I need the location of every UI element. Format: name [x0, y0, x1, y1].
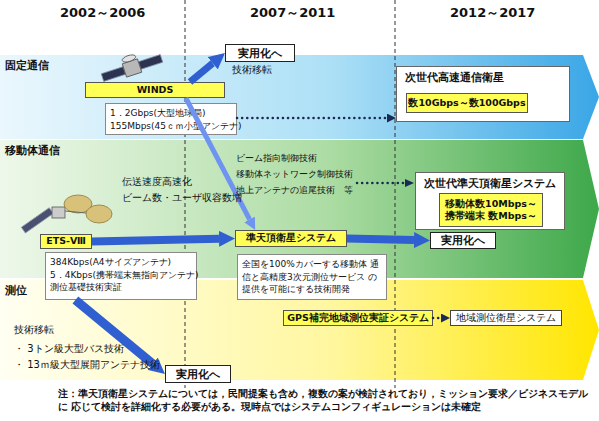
- text-holder: WINDS: [86, 83, 224, 97]
- text-holder: 移動体通信: [5, 143, 60, 158]
- text-holder: 固定通信: [5, 58, 49, 73]
- spec-box: 1．2Gbps(大型地球局)155Mbps(45ｃｍ小型アンテナ): [105, 103, 237, 135]
- period-header: 2002～2006: [60, 4, 140, 22]
- node-text: GPS補完地域測位実証システム: [287, 312, 429, 324]
- text-holder: 移動体数10Mbps～携帯端末 数Mbps～: [440, 194, 542, 226]
- node-text: 5．4Kbps(携帯端末無指向アンテナ): [50, 269, 192, 282]
- node-text: 次世代高速通信衛星: [405, 70, 561, 85]
- footnote: 注：準天頂衛星システムについては，民間提案も含め，複数の案が検討されており，ミッ…: [58, 388, 596, 414]
- band-fill: [0, 55, 599, 139]
- text-holder: 全国を100%カバーする移動体 通信と高精度3次元測位サービス の提供を可能にす…: [238, 255, 386, 299]
- period-header: 2007～2011: [250, 4, 330, 22]
- node-text: 155Mbps(45ｃｍ小型アンテナ): [110, 120, 232, 133]
- improvement-note: 伝送速度高速化: [122, 176, 192, 189]
- improvement-note: ビーム数・ユーザ収容数増: [122, 192, 242, 205]
- text-holder: 384Kbps(A4サイズアンテナ)5．4Kbps(携帯端末無指向アンテナ)測位…: [46, 253, 196, 297]
- future-system-box: 地域測位衛星システム: [450, 310, 562, 326]
- spec-box: 全国を100%カバーする移動体 通信と高精度3次元測位サービス の提供を可能にす…: [237, 254, 387, 300]
- technology-item: ・ 3トン級大型バス技術: [14, 342, 124, 356]
- flow-arrow: [433, 317, 441, 320]
- milestone-box: 実用化へ: [165, 365, 231, 383]
- node-text: 1．2Gbps(大型地球局): [110, 107, 232, 120]
- text-holder: 準天頂衛星システム: [236, 231, 346, 246]
- milestone-box: 実用化へ: [225, 44, 295, 62]
- technology-item: 地上アンテナの追尾技術 等: [236, 184, 353, 196]
- node-text: 測位基礎技術実証: [50, 281, 192, 294]
- text-holder: 実用化へ: [166, 366, 230, 382]
- technology-item: ・ 13ｍ級大型展開アンテナ技術: [14, 358, 160, 372]
- node-text: 実用化へ: [238, 46, 282, 61]
- node-text: 実用化へ: [176, 367, 220, 382]
- system-label: 準天頂衛星システム: [235, 230, 347, 247]
- node-text: 全国を100%カバーする移動体 通信と高精度3次元測位サービス の提供を可能にす…: [242, 258, 382, 296]
- node-text: 固定通信: [5, 58, 49, 73]
- period-header: 2012～2017: [450, 4, 530, 22]
- flow-arrow: [347, 239, 414, 241]
- text-holder: 1．2Gbps(大型地球局)155Mbps(45ｃｍ小型アンテナ): [106, 104, 236, 135]
- node-text: ETS-Ⅷ: [46, 235, 86, 247]
- spec-box: 384Kbps(A4サイズアンテナ)5．4Kbps(携帯端末無指向アンテナ)測位…: [45, 252, 197, 300]
- future-system-box: 次世代準天頂衛星システム移動体数10Mbps～携帯端末 数Mbps～: [415, 172, 565, 230]
- node-text: 携帯端末 数Mbps～: [445, 210, 537, 222]
- flow-arrow: [75, 300, 152, 364]
- technology-item: 移動体ネットワーク制御技術: [236, 168, 353, 180]
- future-system-box: 次世代高速通信衛星数10Gbps～数100Gbps: [396, 66, 570, 122]
- text-holder: ETS-Ⅷ: [41, 235, 91, 248]
- node-text: 実用化へ: [441, 233, 485, 248]
- flow-arrow: [237, 117, 387, 120]
- system-label: ETS-Ⅷ: [40, 234, 92, 249]
- node-text: 384Kbps(A4サイズアンテナ): [50, 256, 192, 269]
- system-label: GPS補完地域測位実証システム: [283, 310, 433, 326]
- node-text: 次世代準天頂衛星システム: [424, 176, 556, 191]
- system-label: WINDS: [85, 82, 225, 98]
- node-text: 準天頂衛星システム: [246, 232, 336, 244]
- flow-arrow: [92, 239, 219, 242]
- node-text: 測位: [5, 283, 27, 298]
- text-holder: 次世代準天頂衛星システム: [416, 173, 564, 194]
- technology-item: ビーム指向制御技術: [236, 152, 317, 164]
- text-holder: 実用化へ: [226, 45, 294, 61]
- system-label: 数10Gbps～数100Gbps: [406, 93, 528, 113]
- flow-arrow: [186, 98, 250, 219]
- node-text: 数10Gbps～数100Gbps: [408, 97, 525, 109]
- transfer-heading: 技術移転: [14, 323, 54, 337]
- text-holder: 数10Gbps～数100Gbps: [407, 94, 527, 112]
- flow-arrow: [190, 63, 213, 82]
- edge-label: 技術移転: [232, 64, 272, 77]
- text-holder: GPS補完地域測位実証システム: [284, 311, 432, 325]
- node-text: 移動体通信: [5, 143, 60, 158]
- node-text: 地域測位衛星システム: [456, 311, 556, 325]
- text-holder: 実用化へ: [431, 233, 495, 248]
- system-label: 移動体数10Mbps～携帯端末 数Mbps～: [439, 193, 543, 227]
- band-fill: [0, 280, 599, 380]
- category-band: 固定通信実用化へWINDS1．2Gbps(大型地球局)155Mbps(45ｃｍ小…: [0, 55, 599, 139]
- milestone-box: 実用化へ: [430, 232, 496, 249]
- category-band: 移動体通信ETS-Ⅷ384Kbps(A4サイズアンテナ)5．4Kbps(携帯端末…: [0, 140, 599, 278]
- text-holder: 測位: [5, 283, 27, 298]
- text-holder: 次世代高速通信衛星: [397, 67, 569, 88]
- text-holder: 地域測位衛星システム: [451, 311, 561, 325]
- node-text: 移動体数10Mbps～: [445, 198, 537, 210]
- node-text: WINDS: [137, 84, 174, 96]
